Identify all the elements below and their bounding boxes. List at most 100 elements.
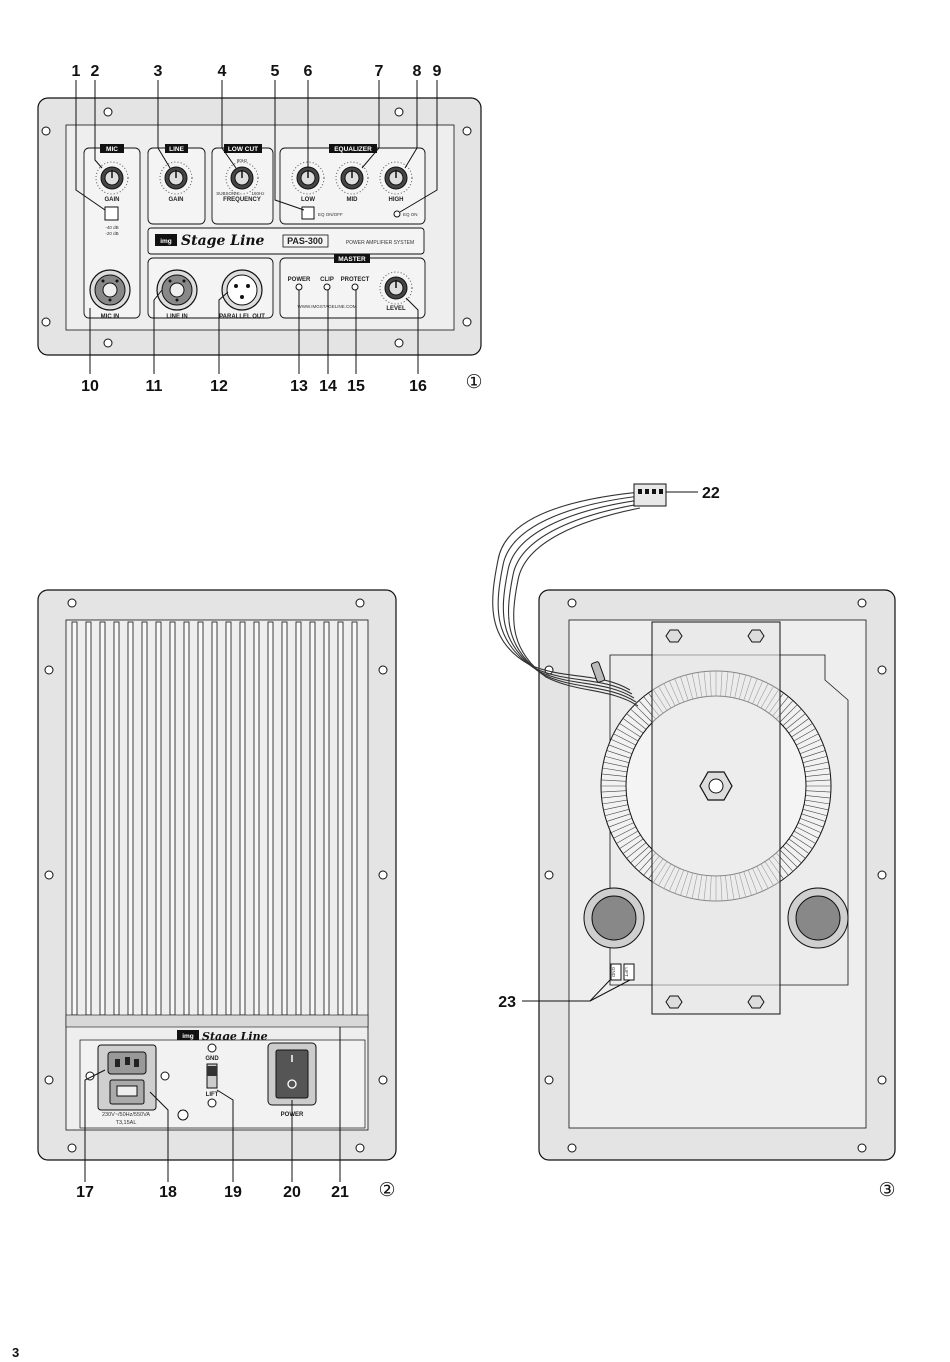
eq-high-label: HIGH	[389, 197, 404, 203]
toroid-winding	[606, 813, 631, 822]
callout-19: 19	[224, 1184, 242, 1201]
callout-13: 13	[290, 378, 308, 395]
low-cut-frequency-knob[interactable]	[225, 161, 259, 195]
heatsink-fin	[99, 621, 106, 1016]
mic-badge-text: MIC	[106, 146, 118, 153]
heatsink-fin	[239, 621, 246, 1016]
callout-5: 5	[271, 63, 280, 80]
model-box	[282, 234, 329, 248]
callout-10: 10	[81, 378, 99, 395]
heatsink-fin	[225, 621, 232, 1016]
eq-low-knob[interactable]	[291, 161, 325, 195]
toroid-winding	[622, 838, 644, 854]
toroid-winding	[601, 779, 627, 782]
stage-line-brand: Stage Line	[181, 233, 265, 249]
ground-symbol-top	[207, 1043, 217, 1053]
master-level-knob[interactable]	[379, 271, 413, 305]
eq-on-led	[393, 210, 401, 218]
inside-lift-label: LIFT	[624, 967, 629, 977]
toroid-winding	[804, 767, 830, 773]
toroid-winding	[616, 830, 639, 844]
parallel-out-xlr-jack[interactable]	[221, 269, 263, 311]
heatsink-fin	[183, 621, 190, 1016]
rear-img-logo-box	[177, 1030, 199, 1041]
master-badge	[334, 254, 370, 263]
gnd-jumper-pin[interactable]	[610, 963, 622, 981]
heatsink-fin	[141, 621, 148, 1016]
protect-led	[351, 283, 359, 291]
line-in-combo-jack[interactable]	[156, 269, 198, 311]
heatsink-fin	[211, 621, 218, 1016]
figure-3-marker: ③	[878, 1179, 895, 1201]
brand-strip	[147, 227, 425, 255]
toroid-winding	[782, 845, 802, 864]
ground-symbol-bottom	[207, 1098, 217, 1108]
mounting-holes	[41, 107, 472, 348]
eq-high-knob[interactable]	[379, 161, 413, 195]
low-cut-badge-text: LOW CUT	[228, 146, 258, 153]
mic-gain-label: GAIN	[105, 197, 120, 203]
toroid-winding	[610, 822, 634, 834]
toroid-winding	[630, 708, 650, 727]
line-badge	[165, 144, 188, 153]
callout-11: 11	[146, 378, 163, 395]
mic-pad-switch[interactable]	[104, 206, 119, 221]
heatsink-base	[65, 1014, 369, 1028]
center-bolt	[708, 778, 724, 794]
heatsink-fins	[71, 621, 358, 1016]
power-switch[interactable]	[267, 1042, 317, 1106]
eq-on-off-switch[interactable]	[301, 206, 315, 220]
line-in-label: LINE IN	[166, 314, 187, 320]
toroid-winding	[779, 849, 798, 868]
fuse-holder[interactable]	[109, 1079, 145, 1105]
toroid-winding	[793, 728, 816, 742]
callout-3: 3	[154, 63, 163, 80]
callout-15: 15	[347, 378, 365, 395]
heatsink-fin	[113, 621, 120, 1016]
heatsink-fin	[253, 621, 260, 1016]
heatsink-fin	[127, 621, 134, 1016]
low-cut-badge	[224, 144, 262, 153]
line-gain-knob[interactable]	[159, 161, 193, 195]
toroid-winding	[798, 738, 822, 750]
callout-8: 8	[413, 63, 422, 80]
eq-mid-knob[interactable]	[335, 161, 369, 195]
parallel-out-label: PARALLEL OUT	[219, 314, 265, 320]
cable-bundle	[492, 491, 641, 707]
protect-led-label: PROTECT	[341, 277, 370, 283]
toroid-winding	[805, 779, 831, 782]
toroid-winding	[608, 744, 633, 755]
line-badge-text: LINE	[169, 146, 184, 153]
rating-label: 230V~/50Hz/550VA	[102, 1112, 150, 1118]
mic-pad-label-a: -40 dB	[105, 225, 118, 230]
toroid-winding	[613, 733, 636, 746]
equalizer-badge	[329, 144, 377, 153]
toroid-winding	[791, 834, 813, 849]
toroid-winding	[613, 826, 636, 839]
mic-gain-knob[interactable]	[95, 161, 129, 195]
toroid-winding	[601, 795, 627, 799]
clip-led-label: CLIP	[320, 277, 334, 283]
heatsink-fin	[71, 621, 78, 1016]
page-number: 3	[12, 1345, 19, 1360]
heatsink-fin	[197, 621, 204, 1016]
level-label: LEVEL	[386, 306, 406, 312]
heatsink-fin	[281, 621, 288, 1016]
toroid-winding	[788, 838, 810, 854]
callout-1: 1	[72, 63, 81, 80]
toroid-winding	[603, 761, 629, 768]
rear-img-logo-text: img	[182, 1033, 194, 1040]
toroid-winding	[602, 799, 628, 805]
heatsink-fin	[337, 621, 344, 1016]
mic-in-combo-jack[interactable]	[89, 269, 131, 311]
toroid-winding	[796, 826, 819, 839]
toroid-winding	[804, 799, 830, 805]
fig2-leader-lines	[84, 1027, 341, 1182]
figure-1-control-panel: MIC GAIN -40 dB -20 dB MIC IN LINE GAIN	[37, 63, 483, 395]
clip-led	[323, 283, 331, 291]
heatsink-fin	[267, 621, 274, 1016]
connector-plug[interactable]	[633, 483, 667, 507]
callout-16: 16	[409, 378, 427, 395]
ground-lift-switch-lever	[207, 1066, 217, 1076]
power-led-label: POWER	[288, 277, 311, 283]
